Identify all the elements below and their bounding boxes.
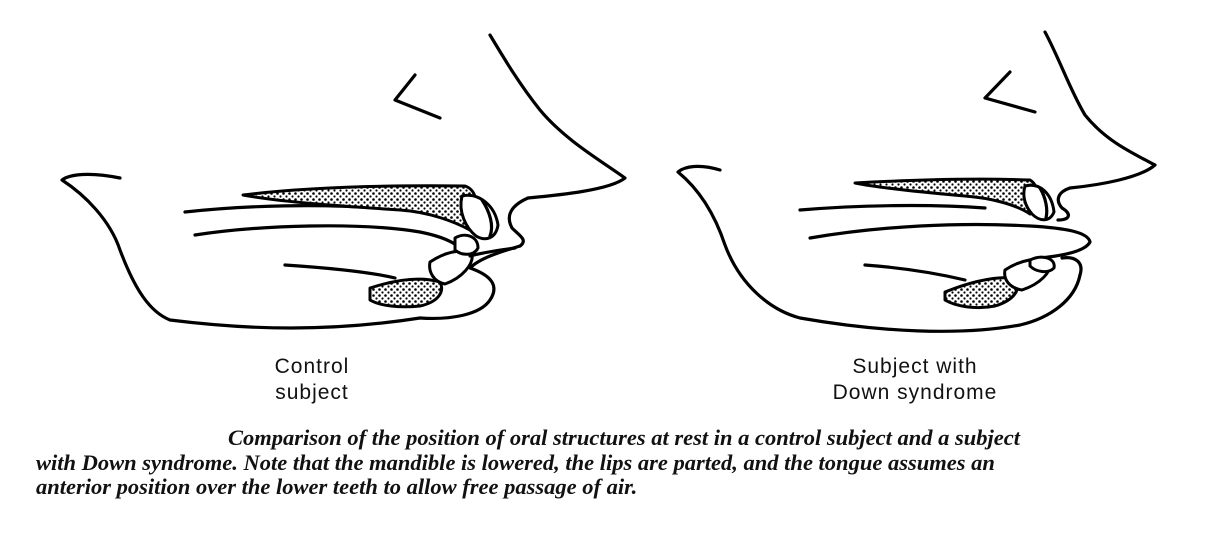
lower-incisor <box>430 251 473 284</box>
down-syndrome-subject-label: Subject with Down syndrome <box>745 354 1085 406</box>
face-profile-line <box>490 35 625 198</box>
control-subject-drawing <box>40 0 600 350</box>
down-syndrome-subject-drawing <box>660 0 1180 350</box>
control-subject-label-line1: Control <box>212 354 412 380</box>
mandible-inner-line <box>285 265 395 278</box>
upper-lip-line <box>509 198 528 246</box>
control-subject-illustration <box>40 0 640 350</box>
palate-line <box>800 206 985 210</box>
figure-caption: Comparison of the position of oral struc… <box>36 426 1046 500</box>
upper-maxilla-shaded <box>243 186 476 230</box>
down-syndrome-subject-label-line1: Subject with <box>745 354 1085 380</box>
upper-lip-line <box>1058 188 1070 220</box>
upper-maxilla-shaded <box>855 179 1037 214</box>
control-subject-label: Control subject <box>212 354 412 406</box>
lower-mandible-shaded <box>370 279 442 307</box>
control-subject-label-line2: subject <box>212 380 412 406</box>
lower-lip-chin-line <box>1062 258 1081 275</box>
face-profile-line <box>1045 32 1155 188</box>
nostril-mark <box>985 72 1035 112</box>
down-syndrome-subject-label-line2: Down syndrome <box>745 380 1085 406</box>
lower-incisor-back <box>455 235 478 254</box>
tongue-outline-line <box>195 226 462 250</box>
mandible-inner-line <box>865 265 965 280</box>
down-syndrome-subject-illustration <box>660 0 1180 350</box>
nostril-mark <box>395 75 440 118</box>
tongue-outline-line <box>810 225 1090 259</box>
lower-incisor-back <box>1030 257 1054 271</box>
